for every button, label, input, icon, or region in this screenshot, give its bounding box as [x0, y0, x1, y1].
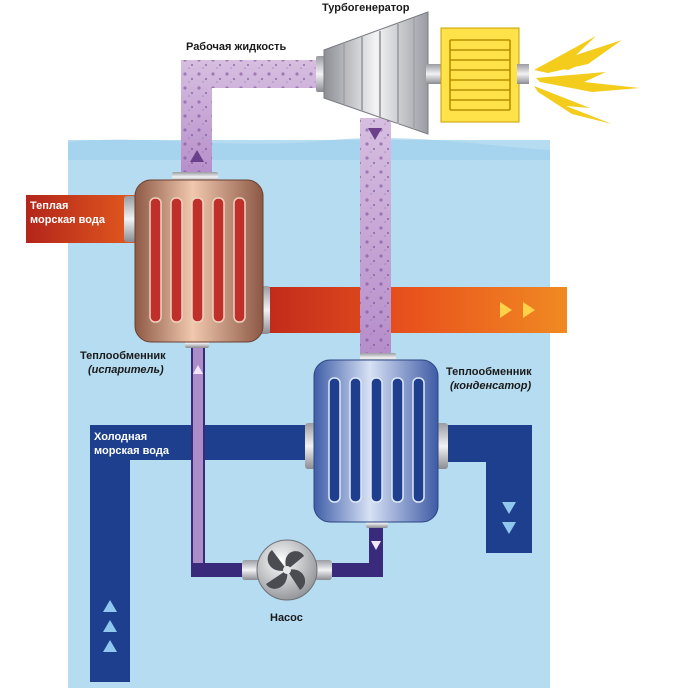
flow-arrow-cold-up-3 [103, 640, 117, 652]
turbogenerator-icon [316, 11, 529, 135]
condenser-heat-exchanger [305, 353, 448, 528]
warm-water-inlet-pipe [26, 195, 136, 243]
turbogenerator-label: Турбогенератор [322, 2, 410, 14]
condenser-label-line1: Теплообменник [446, 366, 532, 378]
cold-water-pipe [90, 425, 316, 682]
flow-arrow-liquid-up [193, 365, 203, 374]
evaporator-label-line1: Теплообменник [80, 350, 166, 362]
condenser-label: Теплообменник (конденсатор) [446, 365, 532, 393]
flow-arrow-out-1 [500, 302, 512, 318]
warm-water-label-line2: морская вода [30, 214, 105, 226]
flow-arrow-cold-down-2 [502, 522, 516, 534]
condenser-label-line2: (конденсатор) [450, 380, 532, 392]
flow-arrow-liquid-down [371, 541, 381, 550]
evaporator-label: Теплообменник (испаритель) [80, 349, 166, 377]
working-fluid-label: Рабочая жидкость [186, 41, 287, 53]
flow-arrow-cold-down-1 [502, 502, 516, 514]
cold-water-label-line1: Холодная [94, 431, 148, 443]
evaporator-label-line2: (испаритель) [88, 364, 164, 376]
flow-arrow-cold-up-1 [103, 600, 117, 612]
flow-arrow-vapor-down [368, 128, 382, 140]
vapor-pipe-to-condenser-dots [360, 118, 391, 360]
flow-arrow-cold-up-2 [103, 620, 117, 632]
vapor-pipe-to-turbine-dots [181, 60, 330, 180]
warm-water-label: Теплая морская вода [30, 199, 105, 227]
pump-label: Насос [270, 612, 303, 624]
cold-water-label: Холодная морская вода [94, 430, 169, 458]
cold-water-label-line2: морская вода [94, 445, 169, 457]
cold-water-outlet-pipe [440, 425, 532, 553]
evaporator-heat-exchanger [124, 172, 270, 348]
flow-arrow-vapor-up [190, 150, 204, 162]
pump-icon [242, 539, 332, 601]
flow-arrow-out-2 [523, 302, 535, 318]
electricity-sparks-icon [534, 36, 640, 124]
liquid-return-pipe-light [193, 345, 203, 563]
warm-water-outlet-pipe [262, 287, 567, 333]
warm-water-label-line1: Теплая [30, 200, 69, 212]
